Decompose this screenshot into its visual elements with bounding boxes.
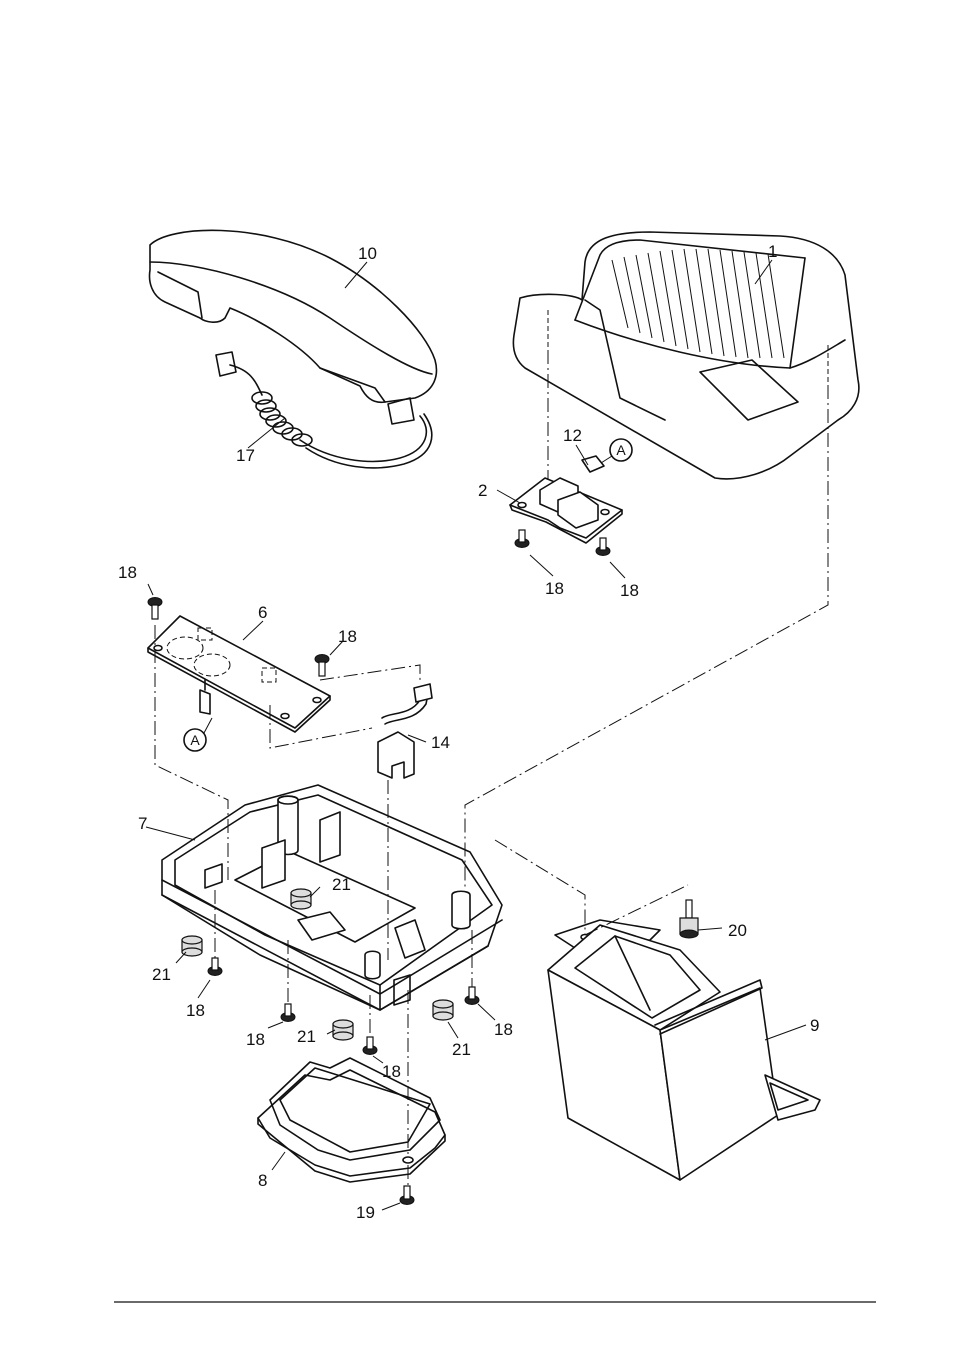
foot-21-d — [432, 999, 454, 1021]
upper-housing — [512, 231, 860, 480]
screw-18-b — [314, 654, 330, 677]
callout-20: 20 — [728, 921, 747, 940]
callout-18-c: 18 — [545, 579, 564, 598]
callout-18-a: 18 — [118, 563, 137, 582]
foot-21-c — [332, 1019, 354, 1041]
cable-14 — [377, 683, 433, 779]
callout-18-f: 18 — [246, 1030, 265, 1049]
callout-2: 2 — [478, 481, 487, 500]
callout-14: 14 — [431, 733, 450, 752]
callout-12: 12 — [563, 426, 582, 445]
wall-stand — [547, 919, 821, 1181]
bottom-plate — [257, 1057, 446, 1183]
screw-18-f — [280, 1003, 296, 1022]
callout-6: 6 — [258, 603, 267, 622]
callout-18-h: 18 — [494, 1020, 513, 1039]
screw-18-a — [147, 597, 163, 620]
coiled-cord — [215, 351, 433, 469]
callout-9: 9 — [810, 1016, 819, 1035]
callout-17: 17 — [236, 446, 255, 465]
connector-ref-a-lower: A — [183, 717, 213, 752]
screw-19 — [399, 1185, 415, 1205]
screws — [147, 529, 699, 1205]
callout-21-c: 21 — [297, 1027, 316, 1046]
callout-21-b: 21 — [332, 875, 351, 894]
screw-18-h — [464, 986, 480, 1005]
foot-21-a — [181, 935, 203, 957]
connector-ref-label: A — [616, 442, 626, 458]
pcb-board-2 — [509, 455, 623, 544]
callout-18-b: 18 — [338, 627, 357, 646]
assembly-lines — [154, 350, 829, 1186]
base-housing — [161, 784, 503, 1011]
callout-7: 7 — [138, 814, 147, 833]
callout-18-d: 18 — [620, 581, 639, 600]
connector-ref-a-upper: A — [600, 438, 633, 464]
screw-18-g — [362, 1036, 378, 1055]
callout-labels: 10 1 17 12 2 18 6 18 18 18 14 7 21 21 18… — [118, 242, 819, 1222]
handset — [148, 229, 438, 425]
callout-8: 8 — [258, 1171, 267, 1190]
rubber-feet — [181, 888, 454, 1041]
callout-21-d: 21 — [452, 1040, 471, 1059]
leader-lines — [145, 259, 807, 1211]
callout-18-e: 18 — [186, 1001, 205, 1020]
pcb-board-6 — [147, 615, 331, 733]
callout-19: 19 — [356, 1203, 375, 1222]
screw-18-d — [595, 537, 611, 556]
thumbscrew-20 — [679, 899, 699, 939]
callout-10: 10 — [358, 244, 377, 263]
callout-18-g: 18 — [382, 1062, 401, 1081]
callout-1: 1 — [768, 242, 777, 261]
screw-18-e — [207, 957, 223, 976]
foot-21-b — [290, 888, 312, 910]
connector-ref-label: A — [190, 732, 200, 748]
screw-18-c — [514, 529, 530, 548]
callout-21-a: 21 — [152, 965, 171, 984]
